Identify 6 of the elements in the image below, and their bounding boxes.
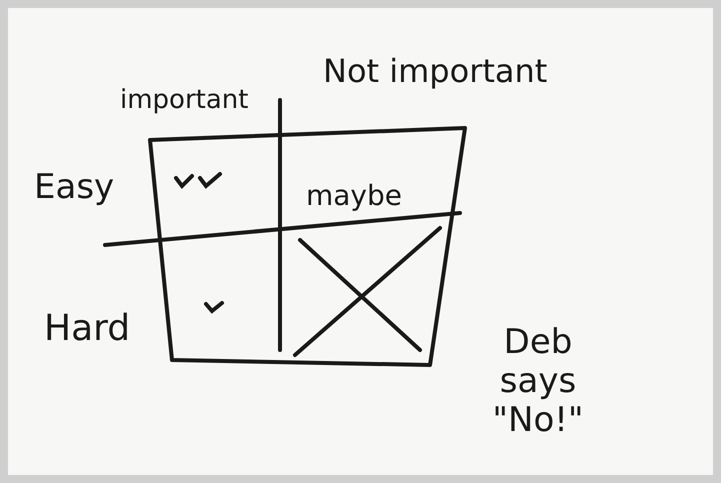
axis-label: Hard <box>44 308 130 350</box>
note: Deb says "No!" <box>491 323 585 440</box>
cell-text: maybe <box>306 180 402 212</box>
axis-label: important <box>120 86 248 116</box>
axis-label: Not important <box>323 53 548 90</box>
axis-label: Easy <box>34 168 114 208</box>
